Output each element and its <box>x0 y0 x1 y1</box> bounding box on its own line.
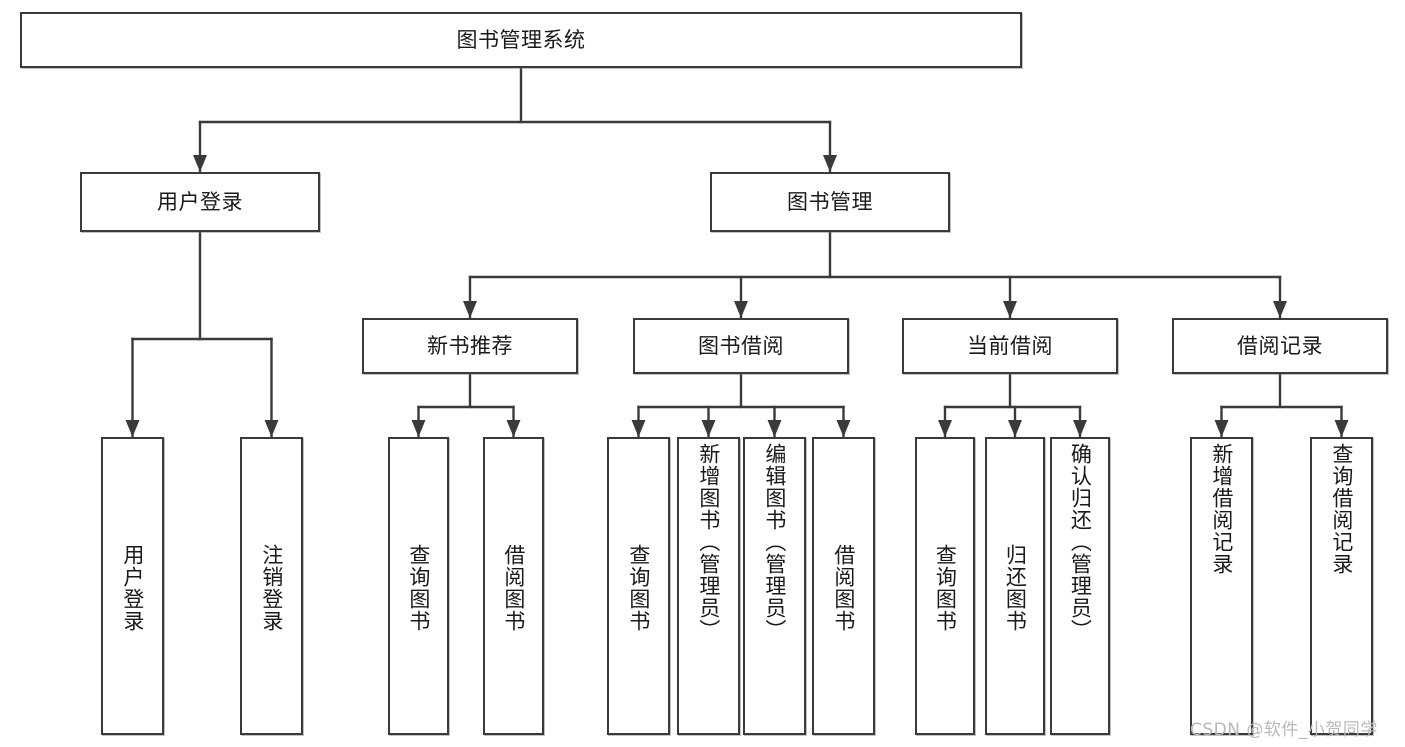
node-label: 借阅记录 <box>1237 333 1323 358</box>
node-label: 借阅图书 <box>501 544 526 632</box>
node-leaf-cur-2[interactable]: 归还图书 <box>985 437 1045 735</box>
arrowhead-icon <box>125 420 140 437</box>
node-label: 当前借阅 <box>967 333 1053 358</box>
node-label: 查询图书 <box>933 544 958 632</box>
node-records[interactable]: 借阅记录 <box>1172 318 1388 374</box>
arrowhead-icon <box>463 301 477 318</box>
arrowhead-icon <box>1008 420 1022 437</box>
arrowhead-icon <box>767 420 782 437</box>
node-root[interactable]: 图书管理系统 <box>20 12 1022 68</box>
node-label: 图书借阅 <box>698 333 784 358</box>
node-leaf-bor-2[interactable]: 新增图书（管理员） <box>677 437 740 735</box>
node-login[interactable]: 用户登录 <box>80 172 320 232</box>
node-label: 新增图书（管理员） <box>696 443 721 641</box>
node-label: 图书管理 <box>787 189 873 214</box>
node-label: 确认归还（管理员） <box>1068 443 1093 641</box>
node-label: 注销登录 <box>259 544 284 632</box>
node-label: 图书管理系统 <box>456 27 586 52</box>
arrowhead-icon <box>1214 420 1229 437</box>
node-leaf-cur-3[interactable]: 确认归还（管理员） <box>1050 437 1110 735</box>
node-label: 用户登录 <box>157 189 243 214</box>
arrowhead-icon <box>411 420 426 437</box>
node-leaf-cur-1[interactable]: 查询图书 <box>915 437 975 735</box>
node-newbook[interactable]: 新书推荐 <box>362 318 578 374</box>
arrowhead-icon <box>734 301 748 318</box>
node-leaf-new-1[interactable]: 查询图书 <box>388 437 449 735</box>
arrowhead-icon <box>701 420 716 437</box>
node-label: 编辑图书（管理员） <box>762 443 787 641</box>
node-label: 借阅图书 <box>831 544 856 632</box>
arrowhead-icon <box>1003 301 1017 318</box>
node-current[interactable]: 当前借阅 <box>902 318 1118 374</box>
node-leaf-bor-1[interactable]: 查询图书 <box>607 437 670 735</box>
node-label: 查询图书 <box>626 544 651 632</box>
node-leaf-login-1[interactable]: 用户登录 <box>101 437 164 735</box>
node-borrow[interactable]: 图书借阅 <box>633 318 849 374</box>
node-label: 新书推荐 <box>427 333 513 358</box>
arrowhead-icon <box>836 420 851 437</box>
arrowhead-icon <box>193 155 207 172</box>
node-leaf-new-2[interactable]: 借阅图书 <box>483 437 544 735</box>
node-leaf-rec-2[interactable]: 查询借阅记录 <box>1310 437 1373 735</box>
node-label: 新增借阅记录 <box>1209 443 1234 575</box>
node-leaf-rec-1[interactable]: 新增借阅记录 <box>1190 437 1253 735</box>
node-label: 归还图书 <box>1003 544 1028 632</box>
arrowhead-icon <box>1073 420 1087 437</box>
node-leaf-login-2[interactable]: 注销登录 <box>240 437 303 735</box>
arrowhead-icon <box>1273 301 1287 318</box>
node-leaf-bor-4[interactable]: 借阅图书 <box>812 437 875 735</box>
node-label: 查询借阅记录 <box>1329 443 1354 575</box>
node-leaf-bor-3[interactable]: 编辑图书（管理员） <box>743 437 806 735</box>
node-bookmgmt[interactable]: 图书管理 <box>710 172 950 232</box>
node-label: 查询图书 <box>406 544 431 632</box>
arrowhead-icon <box>1334 420 1349 437</box>
arrowhead-icon <box>264 420 279 437</box>
node-label: 用户登录 <box>120 544 145 632</box>
arrowhead-icon <box>506 420 521 437</box>
arrowhead-icon <box>823 155 837 172</box>
arrowhead-icon <box>631 420 646 437</box>
arrowhead-icon <box>938 420 952 437</box>
